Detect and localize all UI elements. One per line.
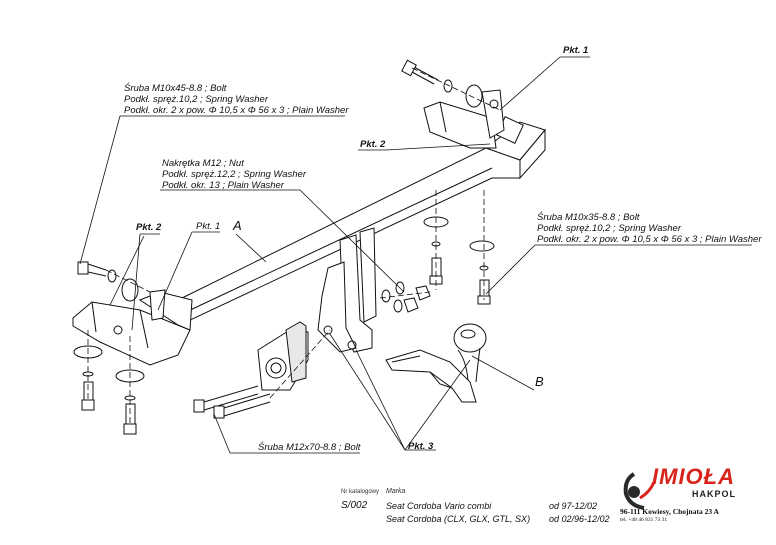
- company-phone: tel. +48 46 831 73 31: [620, 517, 668, 523]
- point-label-pkt1-top: Pkt. 1: [563, 45, 589, 56]
- callout-line: Śruba M10x35-8.8 ; Bolt: [537, 212, 640, 223]
- callout-nut: Nakrętka M12 ; Nut Podkł. spręż.12,2 ; S…: [162, 158, 306, 191]
- right-side-bracket: [423, 89, 505, 149]
- bolt-left-b: [73, 345, 145, 435]
- callout-line: Podkł. okr. 2 x pow. Φ 10,5 x Φ 56 x 3 ;…: [537, 234, 762, 245]
- callout-line: Podkł. okr. 2 x pow. Φ 10,5 x Φ 56 x 3 ;…: [124, 105, 349, 116]
- logo-subtitle: HAKPOL: [692, 489, 736, 499]
- callout-line: Podkł. spręż.10,2 ; Spring Washer: [124, 94, 268, 105]
- hakpol-logo-icon: [623, 472, 656, 510]
- date-row-2: od 02/96-12/02: [549, 514, 610, 524]
- point-label-pkt1-left: Pkt. 1: [196, 221, 221, 232]
- logo-wordmark: IMIOŁA: [652, 464, 735, 489]
- point-label-pkt3: Pkt. 3: [408, 441, 434, 452]
- point-label-pkt2-left: Pkt. 2: [136, 222, 162, 233]
- bolt-bottom: [193, 385, 271, 419]
- point-label-pkt2-center: Pkt. 2: [360, 139, 386, 150]
- catalog-number: S/002: [341, 500, 368, 511]
- callout-line: Nakrętka M12 ; Nut: [162, 158, 244, 169]
- nut-set: [381, 281, 431, 313]
- bolt-left-a: [77, 261, 139, 302]
- socket-plate: [257, 321, 309, 391]
- drop-plates: [317, 227, 377, 353]
- brand-label: Marka: [386, 488, 406, 495]
- part-label-b: B: [535, 374, 544, 389]
- ball-neck: [385, 323, 487, 403]
- bolt-top-left: [401, 59, 483, 108]
- model-row-2: Seat Cordoba (CLX, GLX, GTL, SX): [386, 514, 531, 524]
- callout-bolt-top: Śruba M10x45-8.8 ; Bolt Podkł. spręż.10,…: [124, 83, 348, 116]
- left-side-bracket: [72, 289, 193, 366]
- callout-bolt-bottom: Śruba M12x70-8.8 ; Bolt: [258, 442, 361, 453]
- catalog-number-label: Nr katalogowy: [341, 489, 380, 495]
- model-row-1: Seat Cordoba Vario combi: [386, 501, 492, 511]
- date-row-1: od 97-12/02: [549, 501, 598, 511]
- callout-bolt-right: Śruba M10x35-8.8 ; Bolt Podkł. spręż.10,…: [537, 212, 761, 245]
- part-label-a: A: [233, 218, 242, 233]
- callout-line: Podkł. spręż.12,2 ; Spring Washer: [162, 169, 306, 180]
- callout-line: Podkł. okr. 13 ; Plain Washer: [162, 180, 284, 191]
- bolt-right-vertical: [423, 216, 495, 305]
- callout-line: Podkł. spręż.10,2 ; Spring Washer: [537, 223, 681, 234]
- callout-line: Śruba M10x45-8.8 ; Bolt: [124, 83, 227, 94]
- company-address: 96-111 Kowiesy, Chojnata 23 A: [620, 507, 719, 516]
